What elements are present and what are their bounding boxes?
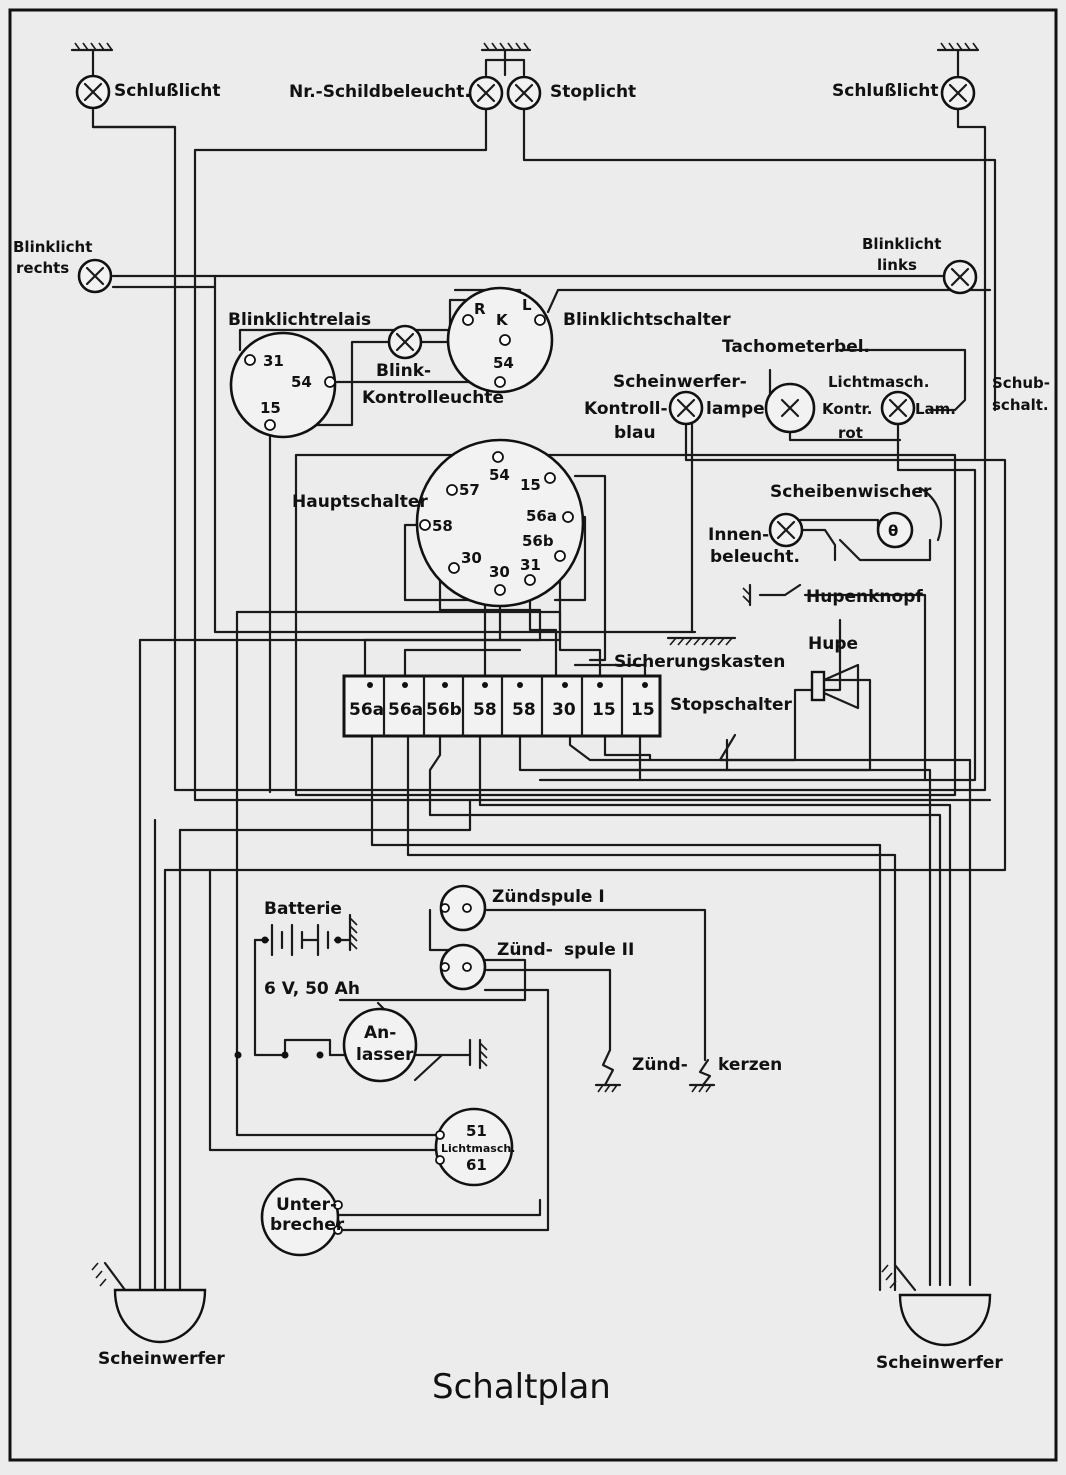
- lamp-symbols: θ: [75, 74, 978, 549]
- label-innenbeleucht-2: beleucht.: [710, 547, 800, 567]
- label-hupenknopf: Hupenknopf: [806, 587, 923, 607]
- fuse-7: 15: [592, 700, 616, 720]
- label-scheinwerfer-1: Scheinwerfer-: [613, 372, 747, 392]
- label-unterbrecher-1: Unter-: [276, 1195, 337, 1215]
- hauptschalter-terminal-30a: 30: [461, 549, 482, 567]
- label-schubschalt-1: Schub-: [992, 374, 1050, 392]
- blinkschalter-terminal-r: R: [474, 300, 486, 318]
- fuse-6: 30: [552, 700, 576, 720]
- label-batterie: Batterie: [264, 899, 342, 919]
- label-blinklicht-links-2: links: [877, 256, 917, 274]
- label-scheinwerfer-left: Scheinwerfer: [98, 1349, 225, 1369]
- label-zuendspule-2b: spule II: [564, 940, 634, 960]
- svg-text:θ: θ: [888, 522, 898, 540]
- engine-components: [260, 884, 514, 1257]
- label-anlasser-1: An-: [364, 1023, 396, 1043]
- fuse-box: [342, 674, 662, 738]
- horn-symbol: [810, 663, 860, 710]
- hauptschalter-terminal-58: 58: [432, 517, 453, 535]
- blinkschalter-terminal-54: 54: [493, 354, 514, 372]
- ground-symbols: [70, 42, 980, 1292]
- label-scheinwerfer-4: blau: [614, 423, 656, 443]
- label-lichtmasch-61: 61: [466, 1156, 487, 1174]
- label-sicherungskasten: Sicherungskasten: [614, 652, 785, 672]
- fuse-4: 58: [473, 700, 497, 720]
- hauptschalter-terminal-15: 15: [520, 476, 541, 494]
- blinkschalter-terminal-l: L: [522, 296, 532, 314]
- label-lichtmasch-kontr-1: Lichtmasch.: [828, 373, 929, 391]
- label-zuendspule-2a: Zünd-: [497, 940, 553, 960]
- label-blinklicht-links-1: Blinklicht: [862, 235, 941, 253]
- label-zuendspule-1: Zündspule I: [492, 887, 605, 907]
- label-innenbeleucht-1: Innen-: [708, 525, 769, 545]
- label-scheinwerfer-right: Scheinwerfer: [876, 1353, 1003, 1373]
- label-stoplicht: Stoplicht: [550, 82, 636, 102]
- hauptschalter-terminal-56a: 56a: [526, 507, 557, 525]
- fuse-1: 56a: [349, 700, 384, 720]
- hauptschalter-terminal-57: 57: [459, 481, 480, 499]
- label-zuendkerzen-2: kerzen: [718, 1055, 782, 1075]
- label-schubschalt-2: schalt.: [992, 396, 1049, 414]
- label-tachometerbel: Tachometerbel.: [722, 337, 870, 357]
- label-blinklicht-rechts-2: rechts: [16, 259, 69, 277]
- label-lichtmasch-51: 51: [466, 1122, 487, 1140]
- battery-symbol: [234, 923, 352, 1059]
- label-blinklichtrelais: Blinklichtrelais: [228, 310, 371, 330]
- label-lichtmasch-kontr-4: rot: [838, 424, 863, 442]
- label-batterie-spec: 6 V, 50 Ah: [264, 979, 360, 999]
- label-schlusslicht-right: Schlußlicht: [832, 81, 939, 101]
- label-zuendkerzen-1: Zünd-: [632, 1055, 688, 1075]
- label-hauptschalter: Hauptschalter: [292, 492, 428, 512]
- relais-terminal-54: 54: [291, 373, 312, 391]
- headlamp-symbols: [113, 1288, 992, 1347]
- label-unterbrecher-2: brecher: [270, 1215, 345, 1235]
- fuse-5: 58: [512, 700, 536, 720]
- outer-frame: [8, 8, 1058, 1462]
- label-lichtmasch: Lichtmasch.: [441, 1142, 515, 1155]
- label-hupe: Hupe: [808, 634, 858, 654]
- hauptschalter-terminal-56b: 56b: [522, 532, 554, 550]
- label-blinklicht-rechts-1: Blinklicht: [13, 238, 92, 256]
- relay-and-switch-bodies: [229, 286, 585, 608]
- label-stopschalter: Stopschalter: [670, 695, 792, 715]
- label-scheibenwischer: Scheibenwischer: [770, 482, 932, 502]
- relais-terminal-31: 31: [263, 352, 284, 370]
- label-scheinwerfer-3: lampe: [706, 399, 765, 419]
- label-anlasser-2: lasser: [356, 1045, 414, 1065]
- fuse-8: 15: [631, 700, 655, 720]
- label-lichtmasch-kontr-2: Kontr.: [822, 400, 872, 418]
- fuse-2: 56a: [388, 700, 423, 720]
- hauptschalter-terminal-31: 31: [520, 556, 541, 574]
- label-blink-2: Kontrolleuchte: [362, 388, 504, 408]
- label-nr-schild: Nr.-Schildbeleucht.: [289, 82, 471, 102]
- label-lichtmasch-kontr-3: Lam.: [915, 400, 956, 418]
- label-blink-1: Blink-: [376, 361, 431, 381]
- label-schlusslicht-left: Schlußlicht: [114, 81, 221, 101]
- label-blinklichtschalter: Blinklichtschalter: [563, 310, 731, 330]
- wiring-lines: [91, 108, 1007, 1292]
- diagram-title: Schaltplan: [432, 1367, 611, 1407]
- blinkschalter-terminal-k: K: [496, 311, 509, 329]
- relais-terminal-15: 15: [260, 399, 281, 417]
- hauptschalter-terminal-30b: 30: [489, 563, 510, 581]
- hauptschalter-terminal-54: 54: [489, 466, 510, 484]
- fuse-3: 56b: [426, 700, 462, 720]
- label-scheinwerfer-2: Kontroll-: [584, 399, 668, 419]
